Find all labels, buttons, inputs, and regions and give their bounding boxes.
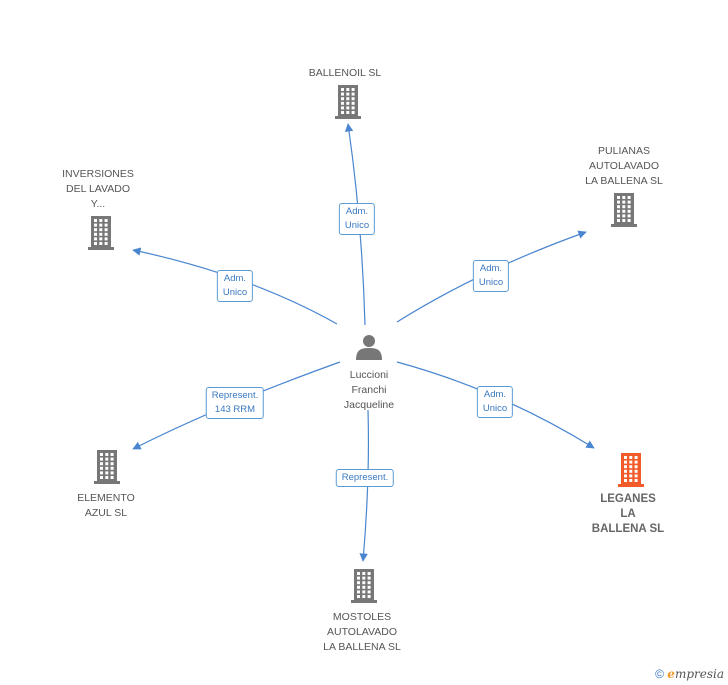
company-label-mostoles[interactable]: MOSTOLES AUTOLAVADO LA BALLENA SL [323,611,401,653]
edge-label-elemento: Represent. 143 RRM [205,387,265,419]
edge-label-inversiones: Adm. Unico [216,270,254,302]
building-icon-pulianas[interactable] [611,193,637,227]
person-icon[interactable] [356,335,382,360]
edge-label-pulianas: Adm. Unico [472,260,510,292]
building-icon-ballenoil[interactable] [335,85,361,119]
building-icon-elemento[interactable] [94,450,120,484]
company-label-pulianas[interactable]: PULIANAS AUTOLAVADO LA BALLENA SL [585,145,663,187]
company-label-inversiones[interactable]: INVERSIONES DEL LAVADO Y... [62,168,134,210]
company-label-elemento[interactable]: ELEMENTO AZUL SL [77,492,135,519]
building-icon-leganes[interactable] [618,453,644,487]
company-label-leganes[interactable]: LEGANES LA BALLENA SL [591,493,665,535]
copyright-notice: © empresia [655,667,724,681]
edge-label-mostoles: Represent. [335,469,395,487]
person-name[interactable]: Luccioni Franchi Jacqueline [343,369,395,411]
edge-label-leganes: Adm. Unico [476,386,514,418]
building-icon-inversiones[interactable] [88,216,114,250]
copyright-symbol: © [655,667,664,681]
building-icon-mostoles[interactable] [351,569,377,603]
company-label-ballenoil[interactable]: BALLENOIL SL [308,67,382,79]
edge-label-ballenoil: Adm. Unico [338,203,376,235]
brand-logo[interactable]: empresia [667,667,724,681]
